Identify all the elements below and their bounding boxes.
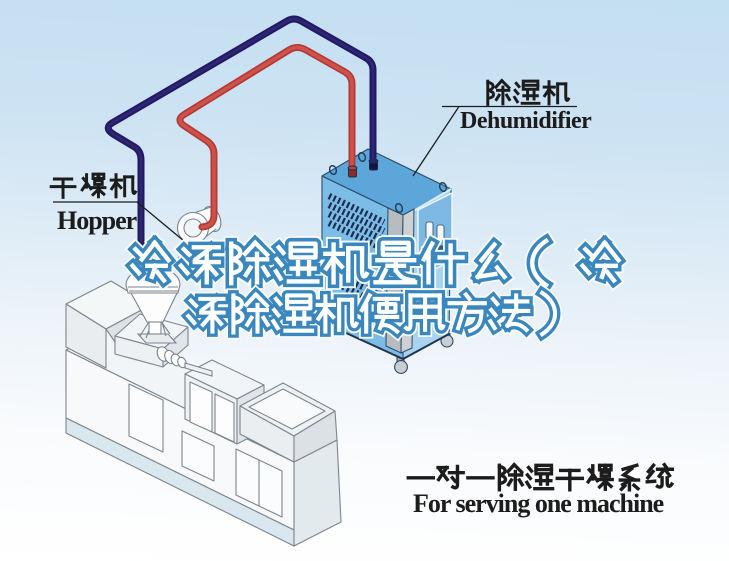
svg-text:Hopper: Hopper (57, 206, 137, 235)
svg-text:For serving one machine: For serving one machine (413, 489, 664, 518)
svg-text:Dehumidifier: Dehumidifier (460, 108, 592, 134)
